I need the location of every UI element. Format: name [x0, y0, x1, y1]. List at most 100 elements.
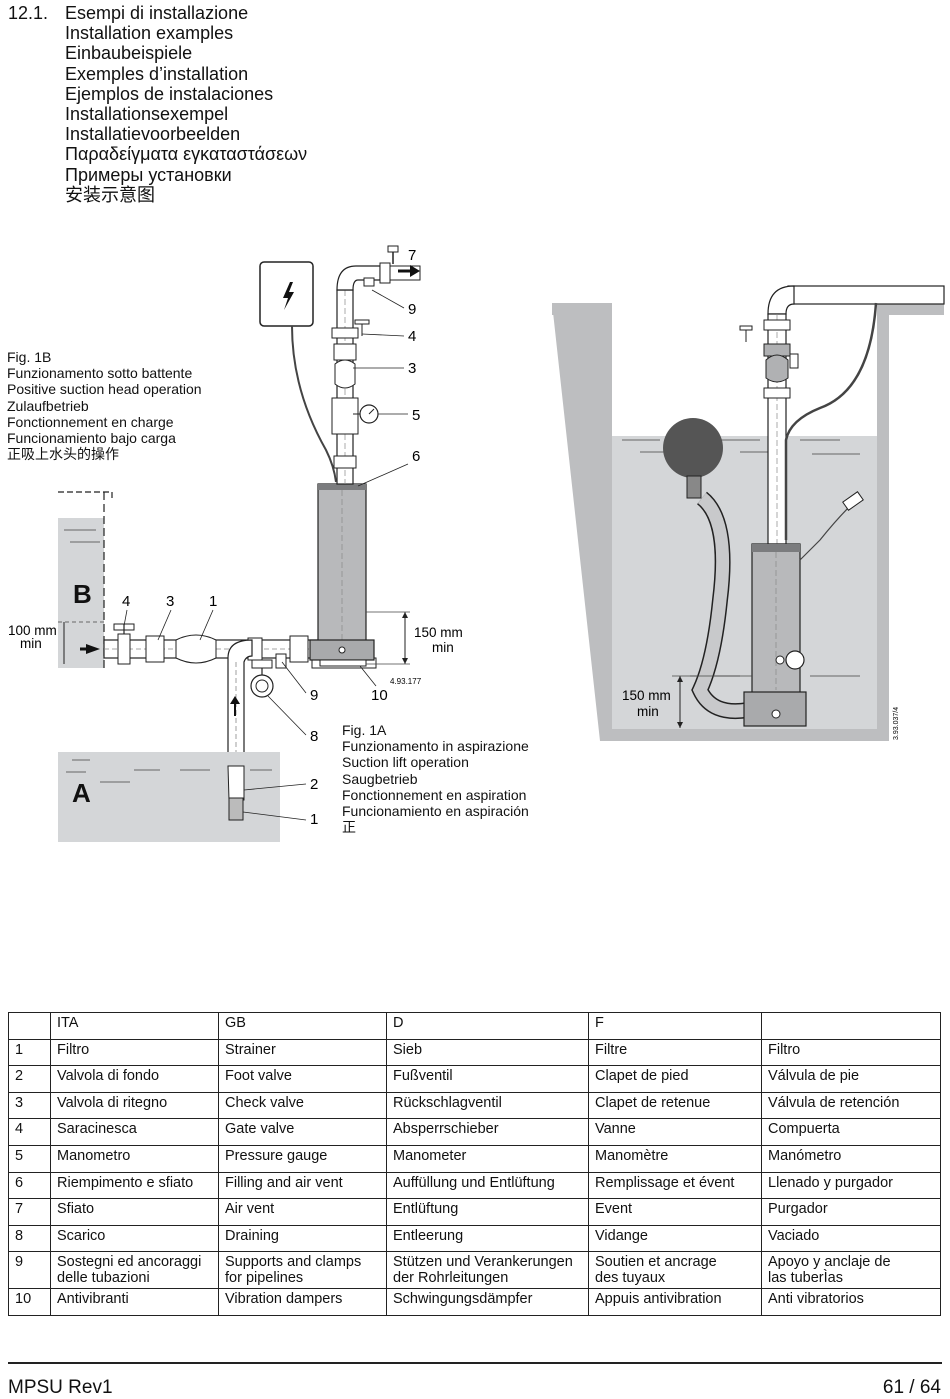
fig1a-caption-line: 正 [342, 819, 356, 836]
pump-left [309, 483, 375, 667]
table-cell: Fußventil [386, 1065, 589, 1093]
fig1a-caption-line: Fig. 1A [342, 722, 387, 738]
table-cell: Vibration dampers [218, 1288, 387, 1316]
table-header-cell [8, 1012, 51, 1040]
table-cell: Válvula de retención [761, 1091, 941, 1120]
table-cell: Scarico [50, 1224, 219, 1253]
fig1b-caption-line: Zulaufbetrieb [7, 397, 89, 414]
table-cell: Llenado y purgador [761, 1171, 941, 1200]
table-cell: Stützen und Verankerungen der Rohrleitun… [386, 1251, 589, 1290]
callout-1-low: 1 [310, 811, 318, 828]
fig1a-caption: Fig. 1A Funzionamento in aspirazione Suc… [342, 722, 529, 835]
installation-diagrams: B 100 mm min 4 3 1 [8, 245, 945, 842]
footer-doc-id: MPSU Rev1 [8, 1377, 113, 1398]
callout-8: 8 [310, 728, 318, 745]
table-cell: Event [588, 1198, 762, 1226]
fig1a-caption-line: Funzionamento in aspirazione [342, 738, 529, 755]
table-cell: 2 [8, 1065, 51, 1093]
table-cell: Filtro [50, 1038, 219, 1067]
table-cell: 3 [8, 1091, 51, 1120]
table-cell: Draining [218, 1224, 387, 1253]
table-cell: Remplissage et évent [588, 1171, 762, 1200]
control-box [259, 261, 337, 483]
footer-page-number: 61 / 64 [882, 1377, 941, 1398]
callout-5: 5 [412, 407, 420, 424]
callout-9-top: 9 [408, 301, 416, 318]
sump-pit [552, 303, 944, 741]
min-150-left: 150 mm [414, 625, 463, 640]
section-title-ita: Esempi di installazione [65, 3, 249, 23]
table-cell: Filling and air vent [218, 1171, 387, 1200]
callout-6: 6 [412, 448, 420, 465]
table-cell: 8 [8, 1224, 51, 1253]
callout-2: 2 [310, 776, 318, 793]
table-cell: Valvola di ritegno [50, 1091, 219, 1120]
table-cell: Check valve [218, 1091, 387, 1120]
callout-9-low: 9 [310, 687, 318, 704]
fig1a-caption-line: Saugbetrieb [342, 770, 418, 787]
table-cell: 1 [8, 1038, 51, 1067]
float-switch [663, 418, 750, 719]
section-title-gr: Παραδείγματα εγκαταστάσεων [65, 144, 308, 165]
section-number: 12.1. [8, 3, 49, 23]
callout-3-b: 3 [166, 593, 174, 610]
table-cell: Supports and clamps for pipelines [218, 1251, 387, 1290]
label-a: A [72, 778, 91, 808]
section-title-e: Ejemplos de instalaciones [65, 83, 274, 104]
section-title-d: Einbaubeispiele [65, 43, 193, 64]
fig1b-caption: Fig. 1B Funzionamento sotto battente Pos… [7, 349, 202, 462]
table-cell: Sostegni ed ancoraggi delle tubazioni [50, 1251, 219, 1290]
table-cell: Anti vibratorios [761, 1288, 941, 1316]
table-cell: Manomètre [588, 1144, 762, 1173]
code-left: 4.93.177 [390, 677, 422, 686]
table-header-cell: ITA [50, 1012, 219, 1040]
table-header-cell: GB [218, 1012, 387, 1040]
min-100-label: 100 mm [8, 623, 57, 638]
table-cell: Vidange [588, 1224, 762, 1253]
table-header-cell: F [588, 1012, 762, 1040]
table-cell: Vanne [588, 1118, 762, 1146]
fig1b-caption-line: Funzionamento sotto battente [7, 365, 193, 382]
table-cell: Sieb [386, 1038, 589, 1067]
table-cell: Auffüllung und Entlüftung [386, 1171, 589, 1200]
fig1a-caption-line: Funcionamiento en aspiración [342, 803, 529, 820]
tank-a: A [58, 752, 280, 842]
callout-4-top: 4 [408, 328, 416, 345]
fig1b-caption-line: Fonctionnement en charge [7, 413, 174, 430]
table-cell: Apoyo y anclaje de las tuberÌas [761, 1251, 941, 1290]
table-cell: Compuerta [761, 1118, 941, 1146]
callout-1-b: 1 [209, 593, 217, 610]
table-cell: Antivibranti [50, 1288, 219, 1316]
discharge-pipe-right [739, 285, 945, 545]
table-cell: Soutien et ancrage des tuyaux [588, 1251, 762, 1290]
label-b: B [73, 579, 92, 609]
table-cell: Saracinesca [50, 1118, 219, 1146]
table-cell: Entleerung [386, 1224, 589, 1253]
table-cell: 7 [8, 1198, 51, 1226]
table-cell: Clapet de retenue [588, 1091, 762, 1120]
table-cell: 5 [8, 1144, 51, 1173]
table-header-cell [761, 1012, 941, 1040]
table-cell: 10 [8, 1288, 51, 1316]
table-cell: Purgador [761, 1198, 941, 1226]
section-titles: Esempi di installazione Installation exa… [65, 3, 307, 205]
table-cell: Appuis antivibration [588, 1288, 762, 1316]
pump-right [743, 491, 864, 727]
table-cell: 6 [8, 1171, 51, 1200]
fig1a-caption-line: Fonctionnement en aspiration [342, 786, 527, 803]
table-cell: Riempimento e sfiato [50, 1171, 219, 1200]
section-title-gb: Installation examples [65, 23, 234, 44]
min-150-right: 150 mm [622, 688, 671, 703]
table-cell: Filtro [761, 1038, 941, 1067]
table-cell: Filtre [588, 1038, 762, 1067]
min-150-right-sub: min [637, 704, 659, 719]
table-cell: Manometer [386, 1144, 589, 1173]
